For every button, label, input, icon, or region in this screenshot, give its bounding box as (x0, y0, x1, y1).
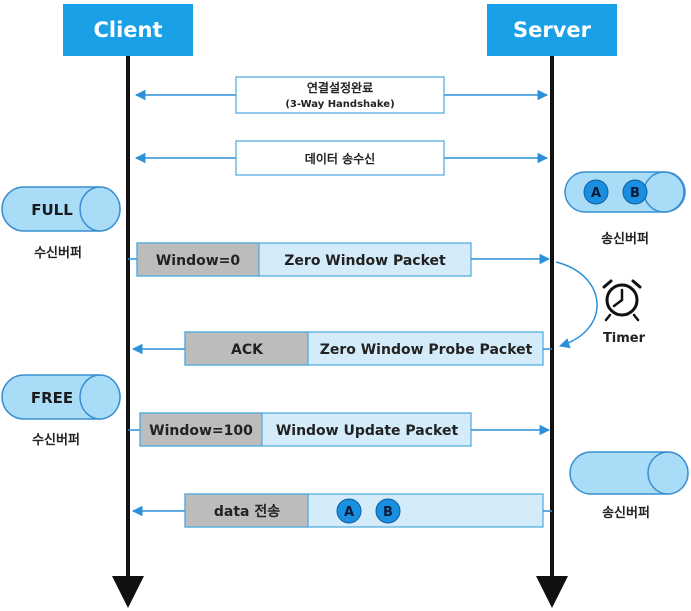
data-send-field: data 전송 (214, 503, 280, 520)
client-buffer-free: FREE (1, 374, 121, 420)
client-buffer-state-free: FREE (31, 389, 73, 407)
server-buffer-label-2: 송신버퍼 (602, 505, 650, 521)
client-buffer-full: FULL (1, 186, 121, 232)
zero-window-packet-label: Zero Window Packet (284, 253, 446, 269)
update-packet-label: Window Update Packet (276, 423, 459, 439)
client-header: Client (63, 4, 193, 56)
sent-data-item-b-label: B (383, 505, 393, 520)
window-update-packet: Window=100 Window Update Packet (128, 412, 551, 447)
timer-icon (602, 279, 642, 322)
ack-field: ACK (231, 342, 264, 358)
zero-window-field: Window=0 (156, 253, 241, 269)
data-transfer-message: 데이터 송수신 (134, 140, 549, 176)
handshake-subtitle: (3-Way Handshake) (285, 99, 394, 110)
server-buffer-full: A B (564, 171, 686, 213)
server-data-item-b (622, 179, 648, 205)
server-buffer-label-1: 송신버퍼 (601, 231, 649, 247)
data-transfer-label: 데이터 송수신 (305, 151, 375, 166)
server-data-item-a-label: A (591, 186, 601, 201)
client-buffer-label-1: 수신버퍼 (34, 245, 82, 261)
probe-packet-label: Zero Window Probe Packet (320, 342, 533, 358)
sent-data-item-b (375, 498, 401, 524)
server-buffer-empty (569, 451, 689, 495)
data-send-packet: data 전송 A B (131, 493, 552, 528)
handshake-message: 연결설정완료 (3-Way Handshake) (134, 76, 549, 114)
client-title: Client (93, 18, 162, 42)
server-header: Server (487, 4, 617, 56)
server-data-item-a (583, 179, 609, 205)
sent-data-item-a (336, 498, 362, 524)
update-field: Window=100 (149, 423, 253, 439)
sent-data-item-a-label: A (344, 505, 354, 520)
server-data-item-b-label: B (630, 186, 640, 201)
zero-window-probe-packet: ACK Zero Window Probe Packet (131, 331, 552, 366)
timer-curve-arrow (555, 261, 598, 349)
server-title: Server (513, 18, 592, 42)
zero-window-packet: Window=0 Zero Window Packet (128, 242, 551, 277)
client-buffer-state-full: FULL (31, 201, 73, 219)
handshake-title: 연결설정완료 (307, 80, 373, 95)
client-buffer-label-2: 수신버퍼 (32, 432, 80, 448)
timer-label: Timer (603, 331, 646, 346)
